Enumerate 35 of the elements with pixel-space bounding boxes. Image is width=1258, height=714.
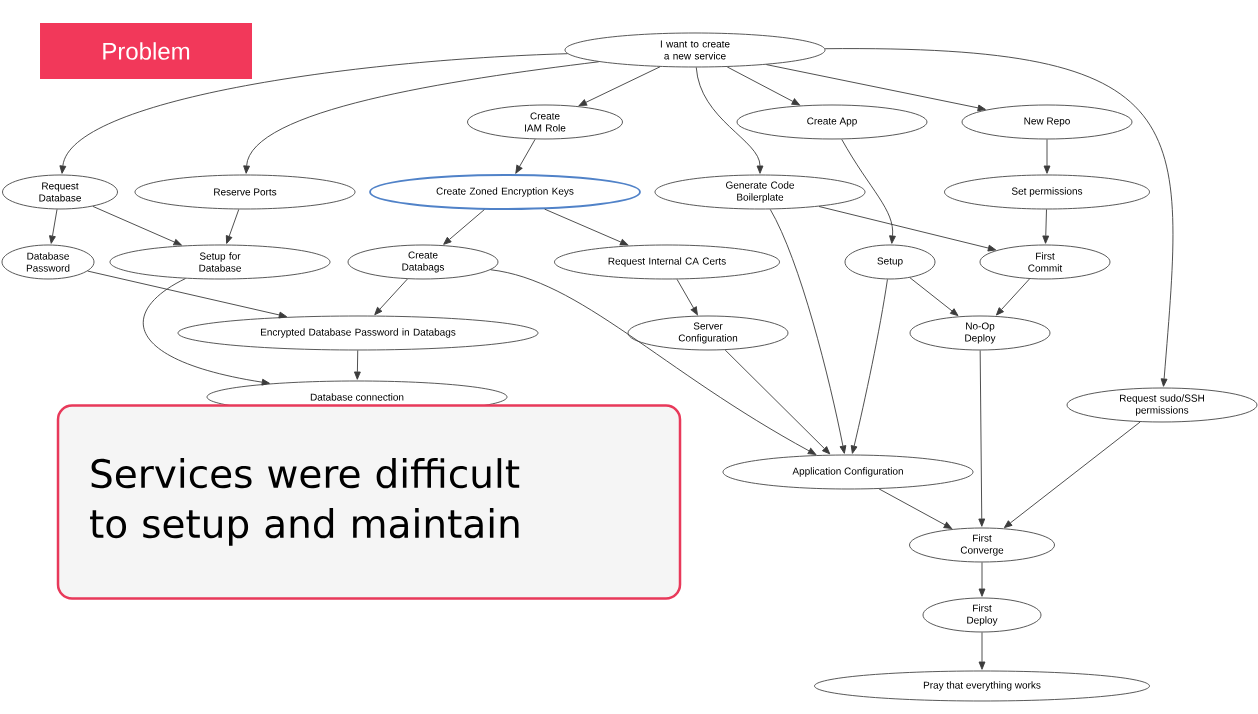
arrow — [142, 278, 270, 386]
arrow — [87, 270, 288, 319]
arrow — [878, 488, 953, 529]
arrow — [1042, 209, 1050, 244]
arrow — [578, 66, 661, 107]
arrow — [726, 66, 800, 106]
arrow — [59, 53, 568, 174]
callout-card: Services were difficult to setup and maintain — [56, 404, 682, 600]
arrow — [354, 350, 361, 380]
arrow — [515, 138, 536, 174]
arrow — [724, 349, 831, 455]
arrow — [850, 278, 888, 454]
title-badge: Problem — [40, 23, 252, 79]
arrow — [978, 350, 986, 527]
arrow — [1043, 139, 1051, 174]
arrow — [978, 562, 986, 597]
arrow — [92, 205, 182, 246]
arrow — [995, 278, 1030, 316]
arrow — [676, 278, 698, 316]
arrow — [1003, 421, 1141, 528]
arrow — [695, 67, 764, 174]
arrow — [544, 208, 629, 246]
arrow — [49, 208, 58, 244]
arrow — [490, 269, 817, 455]
arrow — [824, 48, 1174, 387]
arrow — [443, 209, 485, 245]
arrow — [818, 206, 997, 252]
arrow — [909, 277, 959, 317]
arrow — [978, 632, 986, 670]
arrow — [243, 61, 600, 174]
arrow — [765, 64, 986, 112]
arrow — [769, 208, 847, 454]
arrow — [225, 208, 240, 244]
arrow — [374, 278, 408, 316]
arrow — [841, 138, 896, 244]
